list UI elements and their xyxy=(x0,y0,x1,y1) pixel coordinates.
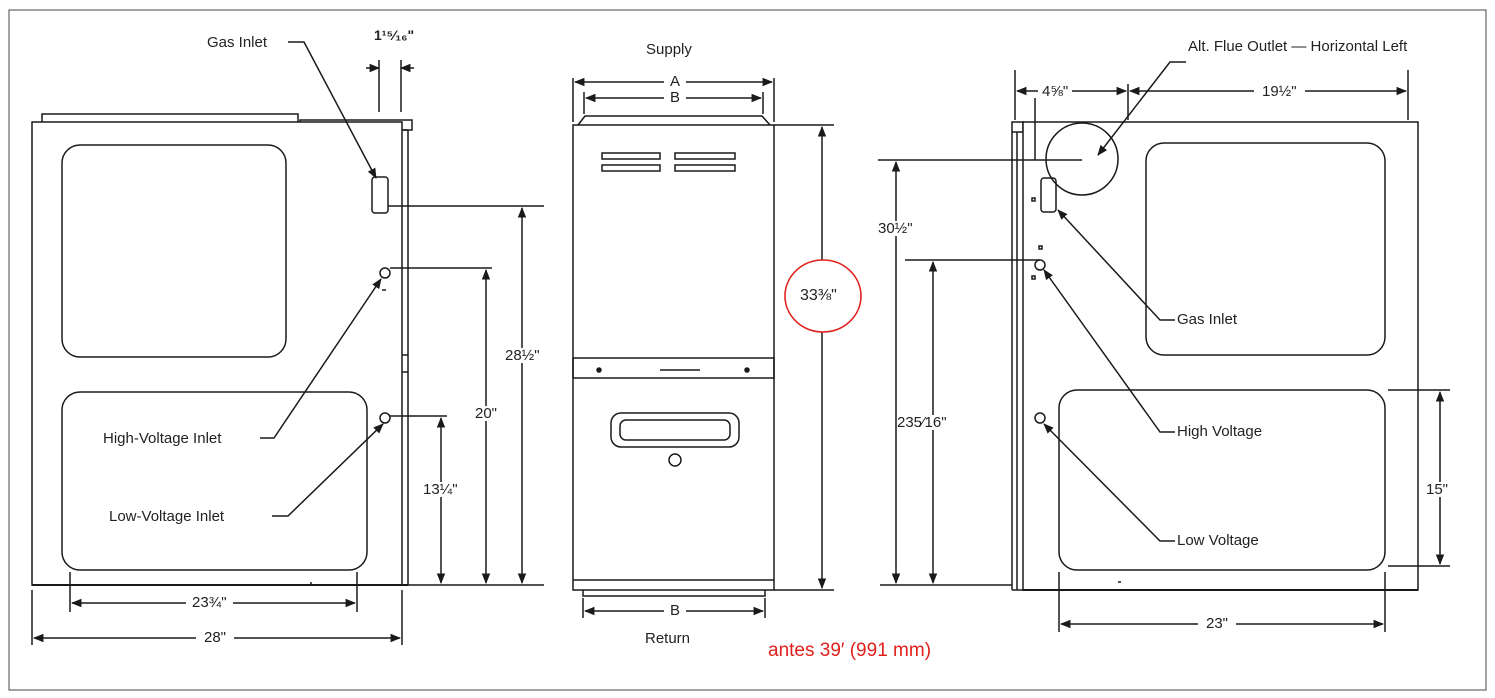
right-side-view xyxy=(878,61,1450,632)
right-gas-inlet-port xyxy=(1040,177,1057,213)
right-lv-hole xyxy=(1034,412,1046,424)
front-view xyxy=(572,77,834,618)
front-handle xyxy=(610,412,740,448)
dim-flue-left: 4⅝" xyxy=(1038,84,1073,99)
highlight-circle xyxy=(784,259,862,333)
left-gas-inlet-label: Gas Inlet xyxy=(207,34,268,51)
right-lower-panel xyxy=(1058,389,1386,571)
left-lower-panel xyxy=(61,391,368,571)
right-low-voltage-label: Low Voltage xyxy=(1177,532,1259,549)
dim-lv-height: 13¼" xyxy=(423,481,458,498)
left-lv-inlet-hole xyxy=(379,412,391,424)
dim-inner-width: 23¾" xyxy=(186,595,233,610)
flue-outlet-label: Alt. Flue Outlet — Horizontal Left xyxy=(1188,38,1408,55)
dim-b-top-label: B xyxy=(664,90,687,105)
right-upper-panel xyxy=(1145,142,1386,356)
gas-inlet-offset-dim: 1¹⁵⁄₁₆" xyxy=(374,27,415,43)
high-voltage-inlet-label: High-Voltage Inlet xyxy=(103,430,222,447)
low-voltage-inlet-label: Low-Voltage Inlet xyxy=(109,508,225,525)
supply-label: Supply xyxy=(646,41,692,58)
dim-panel-height: 15" xyxy=(1426,481,1449,498)
dim-flue-right: 19½" xyxy=(1254,84,1305,99)
front-divider-rail xyxy=(572,357,775,379)
right-gas-inlet-label: Gas Inlet xyxy=(1177,311,1238,328)
dim-hv-height: 20" xyxy=(475,405,498,422)
left-hv-inlet-hole xyxy=(379,267,391,279)
left-side-view xyxy=(31,41,544,645)
left-upper-panel xyxy=(61,144,287,358)
flue-outlet-circle xyxy=(1045,122,1119,196)
dim-right-width: 23" xyxy=(1198,616,1237,631)
return-label: Return xyxy=(645,630,691,647)
left-gas-inlet-port xyxy=(371,176,389,214)
red-annotation-note: antes 39′ (991 mm) xyxy=(768,640,932,661)
front-sight-glass xyxy=(668,453,682,467)
dim-b-bottom-label: B xyxy=(664,603,687,618)
dim-flue-height: 30½" xyxy=(878,220,913,237)
dim-left-width: 28" xyxy=(196,630,235,645)
right-high-voltage-label: High Voltage xyxy=(1177,423,1263,440)
dim-a-label: A xyxy=(664,74,687,89)
dim-right-hv-height: 235⁄16" xyxy=(897,414,947,431)
outer-frame xyxy=(8,9,1487,691)
dim-gas-height: 28½" xyxy=(505,347,540,364)
dim-front-height: 33⅜" xyxy=(800,287,837,304)
